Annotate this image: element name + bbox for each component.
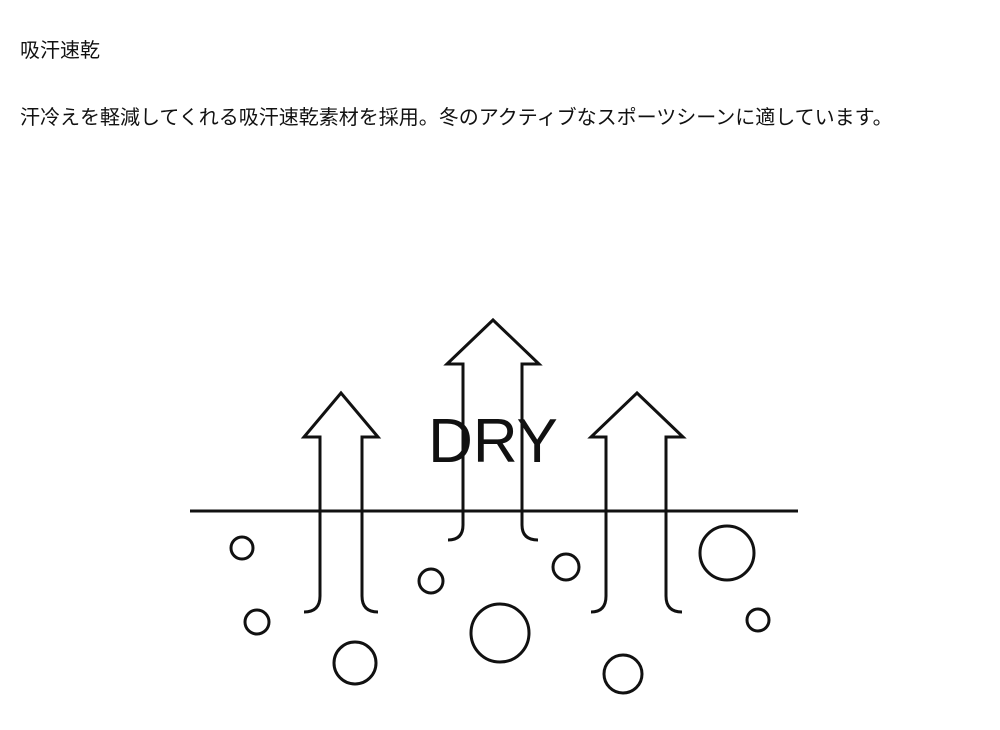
dry-label: DRY (428, 407, 558, 476)
droplet (229, 535, 255, 561)
droplet (417, 567, 445, 595)
feature-description: 汗冷えを軽減してくれる吸汗速乾素材を採用。冬のアクティブなスポーツシーンに適して… (20, 105, 893, 129)
droplet (469, 602, 531, 664)
droplet (602, 653, 644, 695)
center-arrow-shape (443, 317, 543, 542)
feature-title: 吸汗速乾 (20, 38, 100, 62)
droplet (551, 552, 581, 582)
droplet (243, 608, 271, 636)
droplet (698, 524, 756, 582)
left-arrow-shape (300, 390, 382, 614)
right-arrow-shape (587, 390, 687, 614)
droplet (745, 607, 771, 633)
droplet (332, 640, 378, 686)
